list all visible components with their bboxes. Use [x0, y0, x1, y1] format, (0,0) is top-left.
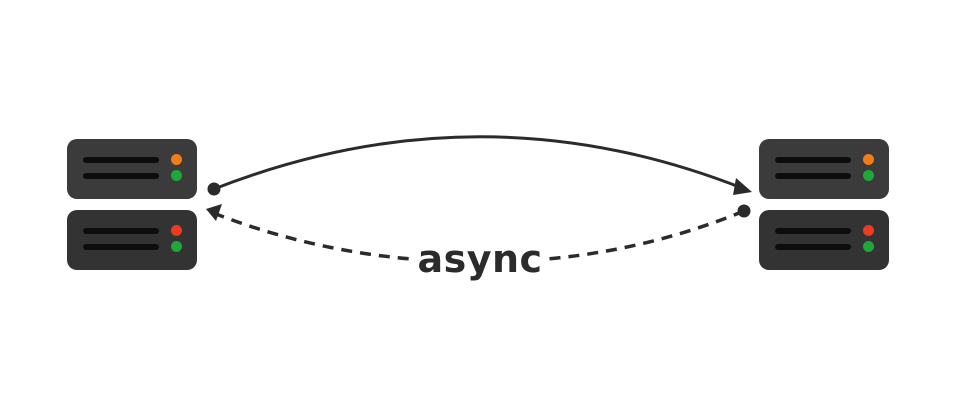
solid-arc-line — [213, 135, 743, 191]
solid-request-arrow — [207, 135, 752, 196]
right-server-top-unit — [759, 139, 889, 199]
drive-bar — [83, 244, 159, 250]
drive-bar — [775, 173, 851, 179]
drive-bar — [775, 244, 851, 250]
drive-bar — [83, 173, 159, 179]
drive-bar — [775, 157, 851, 163]
green-status-light-icon — [171, 170, 182, 181]
orange-status-light-icon — [171, 154, 182, 165]
drive-bar — [83, 157, 159, 163]
right-server-bottom-unit — [759, 210, 889, 270]
orange-status-light-icon — [863, 154, 874, 165]
arrowhead-right-icon — [733, 178, 752, 195]
red-status-light-icon — [863, 225, 874, 236]
green-status-light-icon — [863, 170, 874, 181]
green-status-light-icon — [171, 241, 182, 252]
arrowhead-left-icon — [206, 204, 222, 221]
red-status-light-icon — [171, 225, 182, 236]
left-server-top-unit — [67, 139, 197, 199]
left-server-bottom-unit — [67, 210, 197, 270]
drive-bar — [83, 228, 159, 234]
green-status-light-icon — [863, 241, 874, 252]
drive-bar — [775, 228, 851, 234]
async-label: async — [412, 235, 548, 283]
